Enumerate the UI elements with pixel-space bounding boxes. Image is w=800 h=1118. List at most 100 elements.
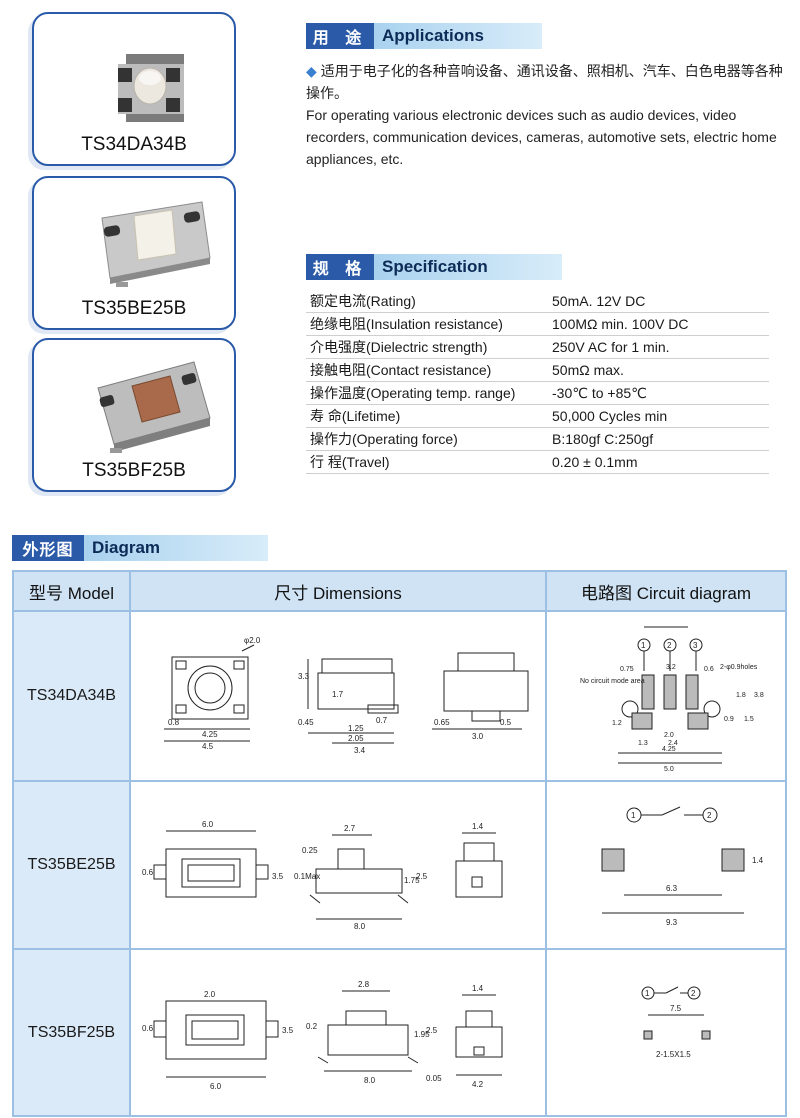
spec-row: 额定电流(Rating)50mA. 12V DC [306,290,769,313]
applications-header: 用 途 Applications [306,23,542,49]
label: 2-φ0.9holes [720,664,758,671]
label: 4.25 [662,746,676,753]
pin-label: 1 [641,641,646,650]
spec-row: 行 程(Travel)0.20 ± 0.1mm [306,450,769,474]
label: 1.3 [638,740,648,747]
label: 0.8 [168,718,180,727]
product-card-3: TS35BF25B [32,338,236,492]
col-circuit: 电路图 Circuit diagram [545,570,787,612]
specification-en-title: Specification [374,254,562,280]
diagram-header: 外形图 Diagram [12,535,268,561]
col-model: 型号 Model [12,570,131,612]
label: 3.2 [666,664,676,671]
spec-value: 50mA. 12V DC [546,290,769,313]
product-card-2: TS35BE25B [32,176,236,330]
label: 8.0 [354,922,366,931]
label: 0.6 [704,666,714,673]
label: 0.75 [620,666,634,673]
label: 1.8 [736,692,746,699]
pin-label: 2 [667,641,672,650]
spec-label: 寿 命(Lifetime) [306,404,546,428]
label: 4.5 [202,742,214,751]
applications-en-line: For operating various electronic devices… [306,107,777,167]
spec-row: 接触电阻(Contact resistance)50mΩ max. [306,358,769,382]
product-name-2: TS35BE25B [81,298,187,319]
label: 4.2 [472,1080,484,1089]
label: 4.25 [202,730,218,739]
label: 2.05 [348,734,364,743]
label: 1.2 [612,720,622,727]
spec-value: -30℃ to +85℃ [546,381,769,405]
label: 3.0 [472,732,484,741]
label: 9.3 [666,918,678,927]
label: 2-1.5X1.5 [656,1050,691,1059]
spec-row: 介电强度(Dielectric strength)250V AC for 1 m… [306,335,769,359]
product-name-1: TS34DA34B [81,134,187,155]
spec-label: 介电强度(Dielectric strength) [306,335,546,359]
label: 0.05 [426,1074,442,1083]
spec-label: 操作温度(Operating temp. range) [306,381,546,405]
spec-value: 250V AC for 1 min. [546,335,769,359]
circuit-diagram-2: 1 2 6.3 9.3 1.4 [545,780,787,950]
label: 3.4 [354,746,366,755]
pin-label: 3 [693,641,698,650]
dimension-drawing-3: 2.0 0.6 3.5 6.0 2.8 0.2 1.95 2.5 8.0 [129,948,547,1117]
label: 2.8 [358,980,370,989]
label: 1.25 [348,724,364,733]
label: 2.5 [416,872,428,881]
applications-cn-line: ◆适用于电子化的各种音响设备、通讯设备、照相机、汽车、白色电器等各种操作。 [306,63,783,101]
label: 1.75 [404,876,420,885]
spec-row: 寿 命(Lifetime)50,000 Cycles min [306,404,769,428]
applications-cn-title: 用 途 [306,23,374,49]
model-cell-1: TS34DA34B [12,610,131,782]
spec-value: 0.20 ± 0.1mm [546,450,769,474]
label: 0.9 [724,716,734,723]
pin-label: 1 [631,811,636,820]
label: 6.3 [666,884,678,893]
label: 1.4 [472,984,484,993]
label: No circuit mode area [580,678,645,685]
pin-label: 2 [691,989,696,998]
circuit-diagram-3: 1 2 7.5 2-1.5X1.5 [545,948,787,1117]
label: 2.5 [426,1026,438,1035]
product-card-1: TS34DA34B [32,12,236,166]
label: 0.25 [302,846,318,855]
label: 2.0 [664,732,674,739]
label: 0.6 [142,1024,154,1033]
label: 1.4 [472,822,484,831]
spec-value: 50mΩ max. [546,358,769,382]
applications-en-title: Applications [374,23,542,49]
model-cell-2: TS35BE25B [12,780,131,950]
spec-row: 操作力(Operating force)B:180gf C:250gf [306,427,769,451]
pin-label: 1 [645,989,650,998]
label: 2.7 [344,824,356,833]
label: 8.0 [364,1076,376,1085]
circuit-diagram-1: 1 2 3 3.2 0.75 0.6 [545,610,787,782]
applications-text: ◆适用于电子化的各种音响设备、通讯设备、照相机、汽车、白色电器等各种操作。 Fo… [306,60,786,170]
label: 0.5 [500,718,512,727]
label: 1.7 [332,690,344,699]
label: 0.6 [142,868,154,877]
label: 6.0 [210,1082,222,1091]
label: 1.5 [744,716,754,723]
product-name-3: TS35BF25B [82,460,186,481]
diagram-table: 型号 Model 尺寸 Dimensions 电路图 Circuit diagr… [12,570,787,1117]
model-cell-3: TS35BF25B [12,948,131,1117]
spec-label: 行 程(Travel) [306,450,546,474]
specification-cn-title: 规 格 [306,254,374,280]
diamond-bullet-icon: ◆ [306,63,317,79]
product-photo-3 [97,361,211,453]
label: 5.0 [664,766,674,773]
label: φ2.0 [244,636,261,645]
diagram-en-title: Diagram [84,535,268,561]
label: 2.4 [668,740,678,747]
label: 0.7 [376,716,388,725]
spec-value: 50,000 Cycles min [546,404,769,428]
label: 0.2 [306,1022,318,1031]
spec-value: 100MΩ min. 100V DC [546,312,769,336]
col-dimensions: 尺寸 Dimensions [129,570,547,612]
label: 3.5 [282,1026,294,1035]
label: 1.95 [414,1030,430,1039]
spec-row: 绝缘电阻(Insulation resistance)100MΩ min. 10… [306,312,769,336]
